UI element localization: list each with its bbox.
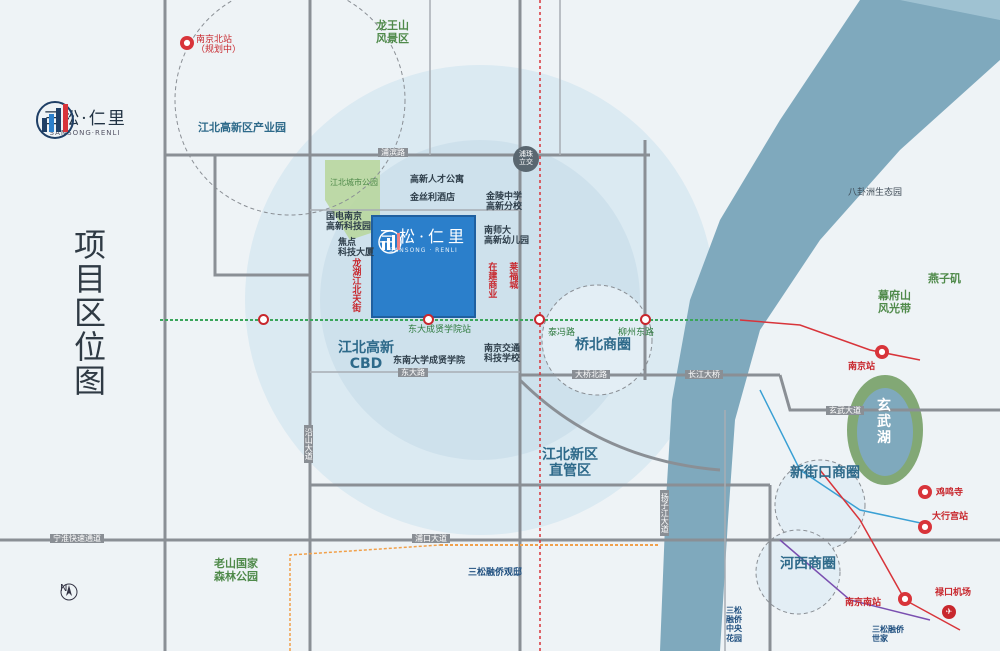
building-logo-icon [36,101,74,139]
metro-station-west[interactable] [258,314,269,325]
metro-station-taifeng[interactable] [534,314,545,325]
compass-icon [60,583,78,601]
area-qiaobei: 桥北商圈 [575,337,631,353]
area-jiangbei-new: 江北新区 直管区 [542,447,598,480]
road-ningxu: 宁淮快速通道 [50,534,104,544]
road-jiangshan: 扬子江大道 [660,490,670,536]
poi-jiming[interactable]: 鸡鸣寺 [936,488,964,498]
poi-dongda-station[interactable]: 东大成贤学院站 [408,325,472,335]
hexi-ring [755,529,841,615]
poi-liuzhou[interactable]: 柳州东路 [618,328,655,338]
poi-longjiang[interactable]: 龙湖江北天街 [350,258,361,312]
area-laoshan: 老山国家 森林公园 [214,557,258,583]
road-changjiang-bridge: 长江大桥 [685,370,723,380]
airplane-icon: ✈ [942,605,956,619]
area-jiangbei-industry: 江北高新区产业园 [198,121,286,134]
poi-zaijian[interactable]: 在建商业 [486,262,497,298]
project-site[interactable]: 三松·仁里 SANSONG · RENLI [371,215,476,318]
area-xuanwu: 玄 武 湖 [877,398,891,447]
road-dongda: 东大路 [398,368,428,378]
poi-guodian[interactable]: 国电南京 高新科技园 [326,212,372,233]
brand-block: 三松·仁里 SANSONG·RENLI [30,100,140,139]
poi-nanjing-station[interactable]: 南京站 [848,362,876,372]
area-longwang: 龙王山 风景区 [376,19,409,45]
project-logo-icon [378,230,402,254]
poi-taifeng[interactable]: 泰冯路 [548,328,576,338]
area-jiangbei-cbd: 江北高新 CBD [338,340,394,373]
jiangbei-city-park [325,160,380,240]
poi-pukou-lijiao[interactable]: 浦珠 立交 [513,146,539,172]
brand-english: SANSONG·RENLI [49,129,121,137]
north-label: N [60,583,68,594]
poi-lukou[interactable]: 禄口机场 [935,588,972,598]
metro-station-liuzhou[interactable] [640,314,651,325]
area-hexi: 河西商圈 [780,556,836,572]
industry-park-ring [174,0,406,216]
map-title: 项目区位图 [69,228,107,398]
poi-talent[interactable]: 高新人才公寓 [410,175,465,185]
poi-sansong-guanyuan[interactable]: 三松融侨观邸 [468,568,523,578]
area-xinjiekou: 新街口商圈 [790,465,860,481]
yangtze-river [660,0,1000,651]
poi-jiaodian[interactable]: 焦点 科技大厦 [338,238,375,259]
poi-dongda[interactable]: 东南大学成贤学院 [393,356,466,366]
road-yanshan: 沿山大道 [304,425,314,463]
poi-sansong-zhongyang[interactable]: 三松 融侨 中央 花园 [726,606,742,643]
qiaobei-ring [541,284,653,396]
poi-nanshida[interactable]: 南师大 高新幼儿园 [484,226,530,247]
poi-jiaotong[interactable]: 南京交通 科技学校 [484,344,521,365]
poi-daxinggong[interactable]: 大行宫站 [932,512,969,522]
road-daqiao-north: 大桥北路 [572,370,610,380]
project-english: SANSONG · RENLI [389,247,458,254]
metro-station-dongda[interactable] [423,314,434,325]
north-arrow: N [60,583,78,601]
poi-sansong-shijia[interactable]: 三松融侨 世家 [872,625,904,644]
road-xuanwu: 玄武大道 [826,406,864,416]
south-station-icon: ● [898,592,912,606]
poi-jiangbei-park: 江北城市公园 [330,178,378,187]
poi-laifu[interactable]: 莱福城 [507,262,518,289]
poi-jinling[interactable]: 金陵中学 高新分校 [486,192,523,213]
metro-jiming-icon: ● [918,485,932,499]
poi-nanjing-south[interactable]: 南京南站 [845,598,882,608]
poi-jinsi[interactable]: 金丝利酒店 [410,193,456,203]
area-mufu: 幕府山 风光带 [878,289,911,315]
train-station-icon: ● [180,36,194,50]
road-pubin: 浦滨路 [378,148,408,158]
poi-north-station[interactable]: 南京北站 （规划中） [196,35,242,56]
area-yanziji: 燕子矶 [928,272,961,285]
nanjing-station-icon: ● [875,345,889,359]
metro-daxinggong-icon: ● [918,520,932,534]
road-pukou: 浦口大道 [412,534,450,544]
area-baguazhou: 八卦洲生态园 [848,188,903,198]
metro-line-east [739,319,921,361]
